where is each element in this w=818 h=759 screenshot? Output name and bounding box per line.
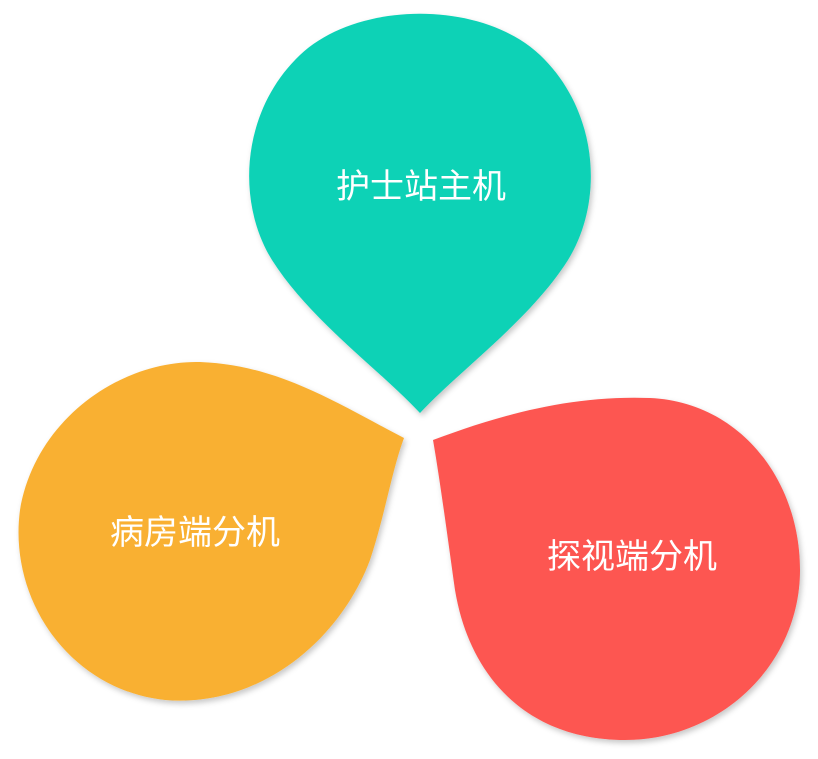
drop-shape-nurse-station	[249, 13, 591, 413]
label-ward: 病房端分机	[110, 513, 280, 553]
label-nurse-station: 护士站主机	[336, 167, 506, 207]
drop-nurse-station: 护士站主机	[249, 13, 591, 413]
drop-visit: 探视端分机	[433, 397, 800, 740]
label-visit: 探视端分机	[547, 537, 717, 577]
drop-shape-visit	[433, 397, 800, 740]
drop-ward: 病房端分机	[18, 361, 404, 701]
drop-shape-ward	[18, 361, 404, 701]
